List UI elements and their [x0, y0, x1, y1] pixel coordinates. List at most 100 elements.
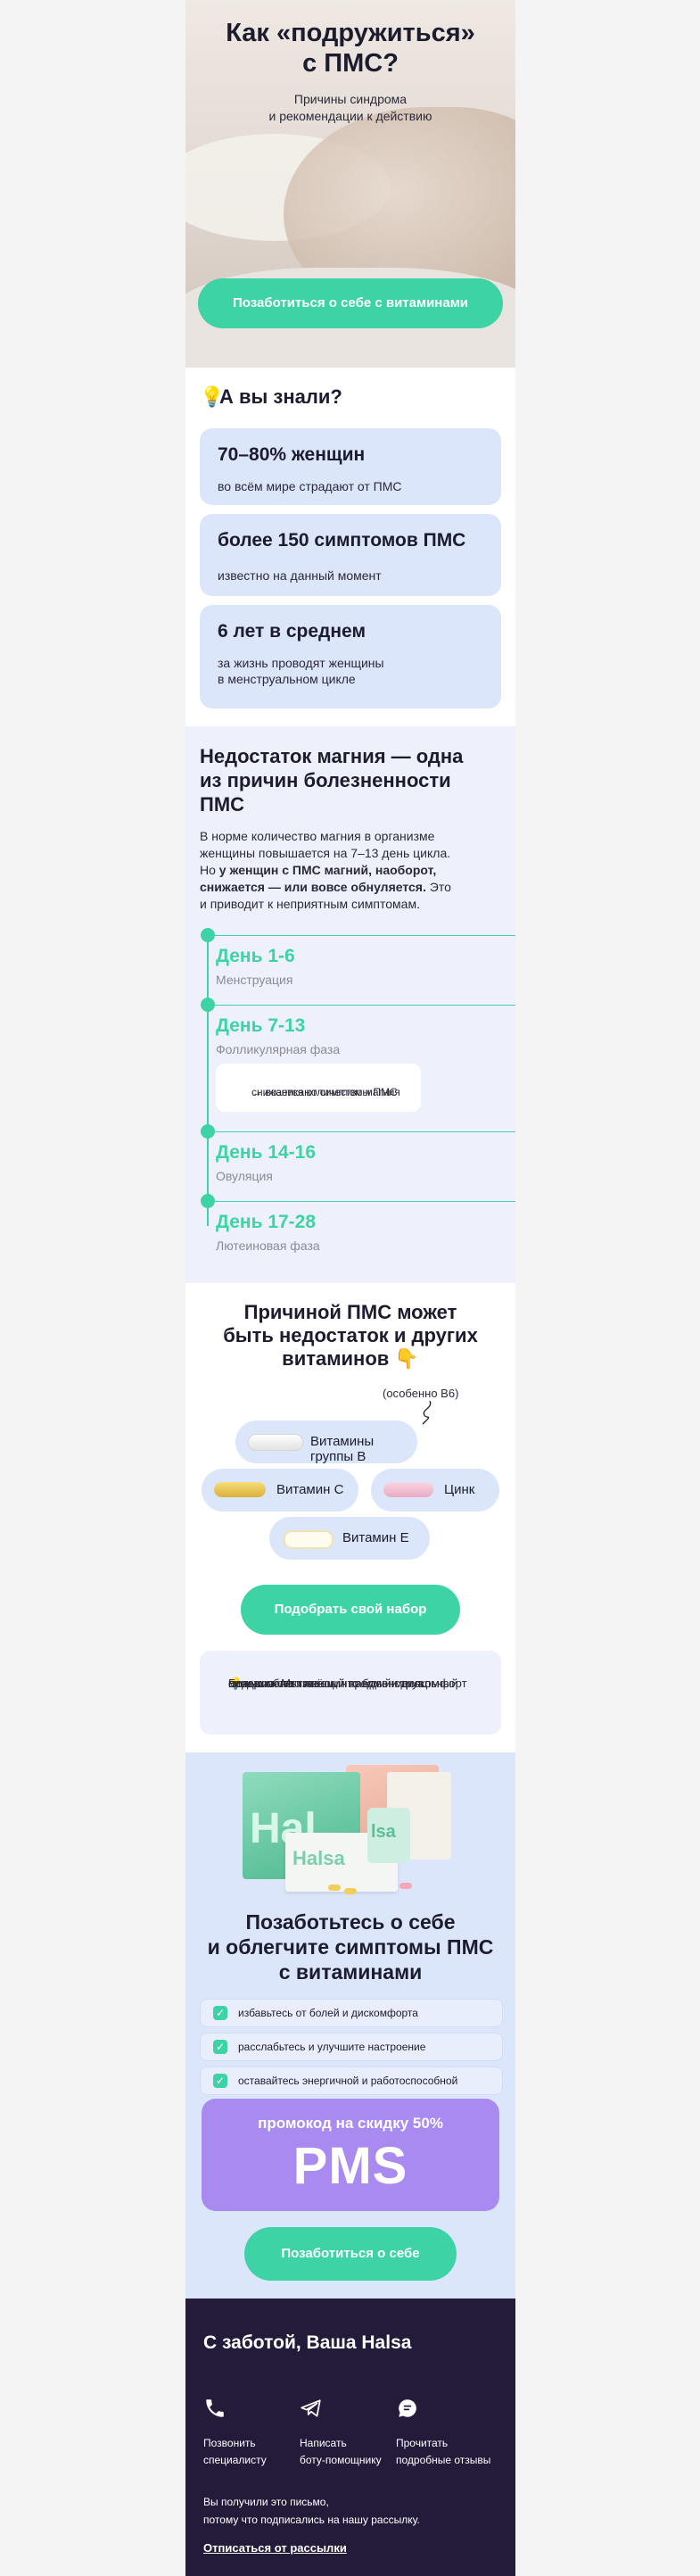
footer-link-line: подробные отзывы: [396, 2454, 491, 2466]
box-brand-text: Halsa: [292, 1847, 345, 1869]
hero-cta-button[interactable]: Позаботиться о себе с витаминами: [198, 278, 503, 328]
product-title-line: Позаботьтесь о себе: [245, 1910, 456, 1934]
benefit-item: ✓ расслабьтесь и улучшите настроение: [200, 2033, 503, 2061]
product-section: Hal Halsa lsa Позаботьтесь о себе и обле…: [185, 1752, 515, 2299]
paragraph-bold: снижается — или вовсе обнуляется.: [200, 880, 426, 894]
benefit-text: оставайтесь энергичной и работоспособной: [238, 2075, 458, 2087]
paragraph-bold: у женщин с ПМС магний, наоборот,: [218, 863, 437, 877]
tip-line: синдром. Мы знаем, что боль и дискомфорт: [228, 1677, 467, 1690]
fact-card: 70–80% женщин во всём мире страдают от П…: [200, 428, 501, 505]
curly-arrow-icon: [422, 1400, 432, 1425]
vitamin-b-chip: Витамины группы B: [235, 1421, 417, 1464]
vitamin-label: Цинк: [444, 1482, 475, 1497]
hero-subtitle-line: и рекомендации к действию: [268, 109, 432, 123]
vitamins-section: Причиной ПМС может быть недостаток и дру…: [185, 1283, 515, 1752]
checkmark-icon: ✓: [213, 2006, 227, 2020]
footer-link-line: Написать: [300, 2437, 347, 2449]
magnesium-paragraph: В норме количество магния в организме же…: [200, 828, 507, 913]
magnesium-title: Недостаток магния — одна из причин болез…: [200, 744, 494, 816]
vitamin-e-chip: Витамин E: [269, 1517, 430, 1560]
timeline-dot: [201, 1124, 215, 1139]
build-set-button[interactable]: Подобрать свой набор: [241, 1585, 460, 1635]
timeline-day: День 14-16: [216, 1142, 317, 1163]
promo-label: промокод на скидку 50%: [258, 2115, 443, 2132]
write-bot-link[interactable]: Написать боту-помощнику: [300, 2397, 398, 2469]
pointing-hand-icon: 👇: [394, 1347, 419, 1370]
info-line: Вы получили это письмо,: [203, 2496, 329, 2508]
paragraph-line: В норме количество магния в организме: [200, 829, 435, 843]
paragraph-line: женщины повышается на 7–13 день цикла.: [200, 846, 451, 860]
fact-card: более 150 симптомов ПМС известно на данн…: [200, 514, 501, 596]
capsule-yellow-icon: [214, 1482, 266, 1497]
benefit-text: расслабьтесь и улучшите настроение: [238, 2041, 426, 2053]
capsule-pink-icon: [383, 1482, 433, 1497]
vitamins-title-line: быть недостаток и других: [223, 1324, 478, 1346]
tip-line: можно облегчить.: [228, 1677, 324, 1690]
promo-code[interactable]: PMS: [292, 2137, 408, 2195]
timeline-divider: [207, 935, 515, 936]
timeline-phase: Лютеиновая фаза: [216, 1238, 320, 1253]
tip-line: Большинство женщин каждый месяц: [228, 1677, 428, 1690]
timeline-day: День 1-6: [216, 946, 295, 966]
promo-code-card: промокод на скидку 50% PMS: [202, 2099, 499, 2211]
phone-icon: [206, 2399, 224, 2417]
fact-value: более 150 симптомов ПМС: [218, 530, 466, 551]
footer-link-text: Написать боту-помощнику: [300, 2435, 398, 2469]
fact-description-line: в менструальном цикле: [218, 672, 356, 686]
benefit-item: ✓ избавьтесь от болей и дискомфорта: [200, 1999, 503, 2027]
fact-description: известно на данный момент: [218, 568, 382, 583]
footer-link-text: Прочитать подробные отзывы: [396, 2435, 494, 2469]
hero-subtitle: Причины синдрома и рекомендации к действ…: [185, 91, 515, 125]
hero-title-line: с ПМС?: [302, 49, 399, 78]
product-title: Позаботьтесь о себе и облегчите симптомы…: [185, 1909, 515, 1984]
product-bottle: lsa: [367, 1808, 410, 1863]
note-line: → возникают симптомы ПМС: [251, 1086, 398, 1098]
timeline-divider: [207, 1131, 515, 1132]
benefit-item: ✓ оставайтесь энергичной и работоспособн…: [200, 2067, 503, 2095]
lightbulb-icon: 💡: [200, 385, 225, 408]
fact-card: 6 лет в среднем за жизнь проводят женщин…: [200, 605, 501, 708]
capsule-clear-icon: [284, 1530, 334, 1549]
footer-link-text: Позвонить специалисту: [203, 2435, 301, 2469]
vitamins-title: Причиной ПМС может быть недостаток и дру…: [185, 1301, 515, 1371]
fact-value: 6 лет в среднем: [218, 621, 366, 642]
call-specialist-link[interactable]: Позвонить специалисту: [203, 2397, 301, 2469]
timeline-phase: Фолликулярная фаза: [216, 1042, 341, 1056]
hero-subtitle-line: Причины синдрома: [293, 92, 408, 106]
vitamins-title-line: Причиной ПМС может: [243, 1301, 457, 1323]
unsubscribe-link[interactable]: Отписаться от рассылки: [203, 2541, 347, 2555]
care-cta-button[interactable]: Позаботиться о себе: [244, 2227, 457, 2281]
timeline-day: День 17-28: [216, 1212, 317, 1232]
paragraph-line: Это: [425, 880, 451, 894]
facts-title: 💡А вы знали?: [200, 385, 342, 409]
footer: С заботой, Ваша Halsa Позвонить специали…: [185, 2299, 515, 2576]
footer-link-line: Позвонить: [203, 2437, 256, 2449]
timeline-dot: [201, 998, 215, 1012]
capsule-yellow-icon: [328, 1884, 341, 1891]
chat-icon: [399, 2399, 416, 2417]
footer-link-line: Прочитать: [396, 2437, 449, 2449]
timeline-dot: [201, 928, 215, 942]
paragraph-line: Но: [200, 863, 219, 877]
footer-link-line: специалисту: [203, 2454, 267, 2466]
note-line: снижается количество магния: [251, 1086, 400, 1098]
vitamin-label: Витамин E: [342, 1530, 409, 1545]
benefit-text: избавьтесь от болей и дискомфорта: [238, 2007, 418, 2019]
magnesium-note: снижается количество магния → возникают …: [216, 1064, 421, 1112]
magnesium-section: Недостаток магния — одна из причин болез…: [185, 726, 515, 1283]
timeline-divider: [207, 1201, 515, 1202]
info-line: потому что подписались на нашу рассылку.: [203, 2514, 420, 2526]
product-title-line: с витаминами: [278, 1960, 423, 1984]
telegram-icon: [301, 2399, 321, 2417]
timeline-phase: Овуляция: [216, 1169, 273, 1183]
product-title-line: и облегчите симптомы ПМС: [207, 1935, 494, 1959]
zinc-chip: Цинк: [371, 1469, 499, 1512]
capsule-pink-icon: [399, 1883, 412, 1889]
paragraph-line: и приводит к неприятным симптомам.: [200, 897, 420, 911]
timeline-phase: Менструация: [216, 973, 293, 987]
footer-signature: С заботой, Ваша Halsa: [203, 2332, 412, 2353]
fact-value: 70–80% женщин: [218, 444, 366, 465]
read-reviews-link[interactable]: Прочитать подробные отзывы: [396, 2397, 494, 2469]
timeline-divider: [207, 1005, 515, 1006]
magnesium-title-line: ПМС: [200, 793, 245, 816]
